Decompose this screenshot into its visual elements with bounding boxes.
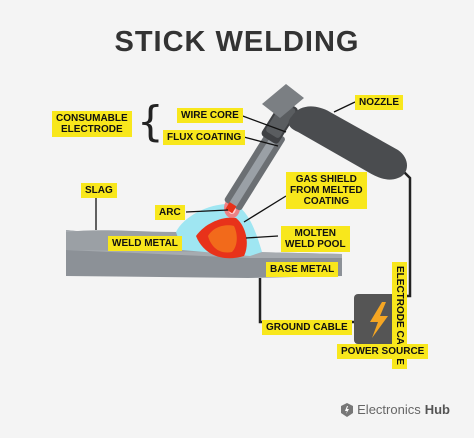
label-ground-cable: GROUND CABLE [262, 320, 352, 335]
label-gas-shield: GAS SHIELD FROM MELTED COATING [286, 172, 367, 209]
pointer-molten-pool [245, 235, 279, 239]
label-slag: SLAG [81, 183, 117, 198]
label-consumable-electrode: CONSUMABLE ELECTRODE [52, 111, 132, 137]
electrode [224, 128, 285, 214]
label-power-source: POWER SOURCE [337, 344, 429, 359]
label-molten-weld-pool: MOLTEN WELD POOL [281, 226, 350, 252]
pointer-wire-core [239, 114, 287, 133]
pointer-gas-shield [243, 195, 287, 223]
label-nozzle: NOZZLE [355, 95, 403, 110]
electronics-hub-logo-icon [341, 402, 354, 417]
label-arc: ARC [155, 205, 185, 220]
brace-icon: { [137, 97, 164, 146]
ground-cable [258, 278, 354, 324]
consumable-electrode-text: CONSUMABLE ELECTRODE [56, 113, 128, 135]
label-flux-coating: FLUX COATING [163, 130, 246, 145]
molten-weld-pool-glow [208, 225, 237, 253]
lightning-icon [370, 302, 388, 338]
label-base-metal: BASE METAL [266, 262, 339, 277]
label-weld-metal: WELD METAL [108, 236, 182, 251]
pointer-flux-coating [239, 135, 279, 147]
pointer-arc [185, 209, 229, 213]
nozzle-body [288, 106, 407, 180]
brand-footer: Electronics Hub [341, 402, 450, 417]
pointer-nozzle [333, 101, 356, 113]
electrode-holder [261, 100, 298, 144]
nozzle-cap [262, 84, 304, 118]
brand-name-bold: Hub [424, 402, 450, 417]
brand-name-light: Electronics [357, 402, 421, 417]
label-wire-core: WIRE CORE [177, 108, 243, 123]
diagram-title: STICK WELDING [114, 26, 360, 58]
